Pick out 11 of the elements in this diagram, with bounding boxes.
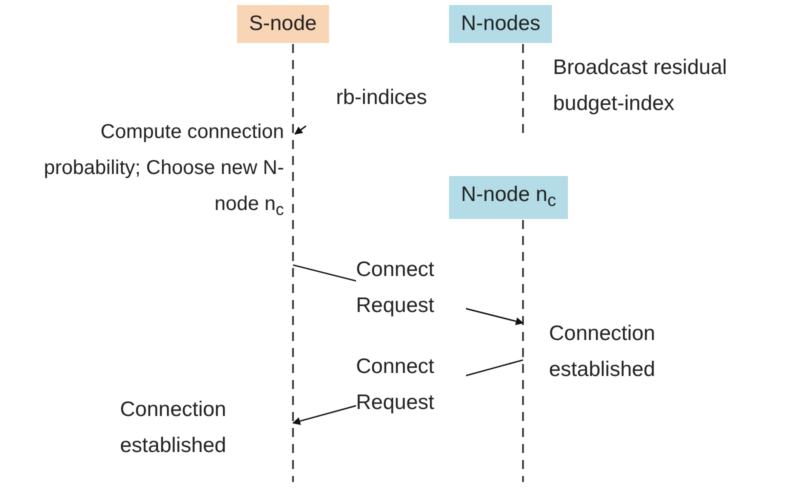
lifeline-header: N-node n$_{c}$ bbox=[449, 176, 568, 220]
note: Connection established bbox=[120, 397, 228, 459]
lifeline-header: N-nodes bbox=[449, 5, 552, 43]
note: Connection established bbox=[549, 321, 656, 383]
lifeline bbox=[292, 44, 294, 482]
lifeline bbox=[522, 220, 524, 482]
note: Broadcast residual budget-index bbox=[553, 55, 728, 117]
lifeline bbox=[522, 44, 524, 136]
note: Compute connection probability; Choose new N-node n$_{c}$ bbox=[42, 120, 284, 221]
lifeline-header: S-node bbox=[237, 5, 329, 43]
arrow bbox=[294, 125, 306, 135]
